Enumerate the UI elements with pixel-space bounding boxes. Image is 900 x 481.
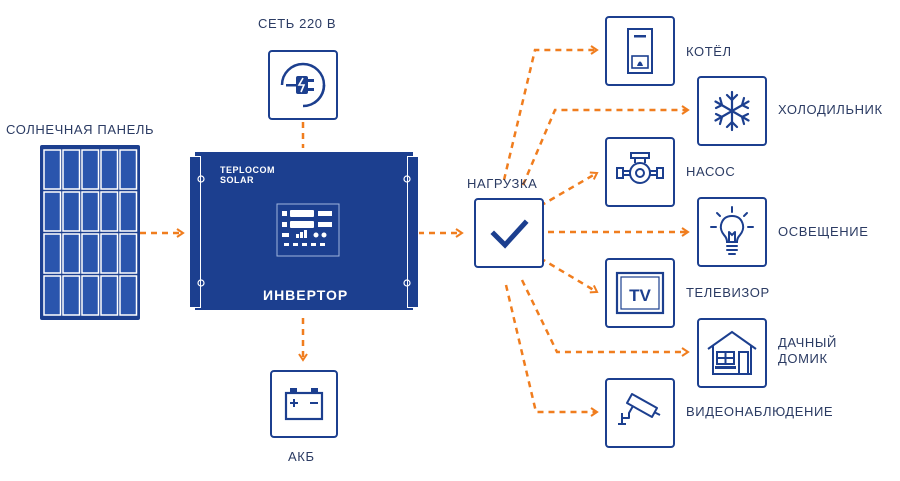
snowflake-icon <box>714 90 750 132</box>
arrow-load-to-boiler <box>502 45 599 181</box>
grid-box <box>268 50 338 120</box>
cctv-camera-icon <box>618 393 661 425</box>
battery-icon <box>284 388 324 421</box>
consumer-label-boiler: КОТЁЛ <box>686 44 732 59</box>
lighting-box <box>697 197 767 267</box>
tv-box: TV <box>605 258 675 328</box>
load-label: НАГРУЗКА <box>467 176 538 191</box>
arrow-load-to-fridge <box>521 105 690 186</box>
consumer-label-house-2: ДОМИК <box>778 351 828 366</box>
grid-label: СЕТЬ 220 В <box>258 16 337 31</box>
consumer-label-pump: НАСОС <box>686 164 736 179</box>
inverter-brand-line2: SOLAR <box>220 175 254 185</box>
house-box <box>697 318 767 388</box>
pump-box <box>605 137 675 207</box>
arrow-load-to-house <box>520 279 690 357</box>
inverter-title: ИНВЕРТОР <box>263 287 349 303</box>
checkmark-icon <box>490 219 529 249</box>
consumer-label-cctv: ВИДЕОНАБЛЮДЕНИЕ <box>686 404 834 419</box>
tv-icon: TV <box>615 271 665 315</box>
consumer-label-lighting: ОСВЕЩЕНИЕ <box>778 224 869 239</box>
arrow-load-to-tv <box>539 256 599 294</box>
plug-icon <box>280 62 326 108</box>
cctv-box <box>605 378 675 448</box>
load-box <box>474 198 544 268</box>
consumer-label-fridge: ХОЛОДИЛЬНИК <box>778 102 883 117</box>
consumer-label-tv: ТЕЛЕВИЗОР <box>686 285 770 300</box>
consumer-label-house-1: ДАЧНЫЙ <box>778 335 837 350</box>
inverter-brand-line1: TEPLOCOM <box>220 165 275 175</box>
lightbulb-icon <box>710 206 754 255</box>
pump-icon <box>616 152 664 184</box>
tv-text: TV <box>629 286 651 305</box>
arrow-load-to-pump <box>539 171 599 208</box>
battery-label: АКБ <box>288 449 315 464</box>
battery-box <box>270 370 338 438</box>
house-icon <box>707 330 757 375</box>
arrow-load-to-cctv <box>504 284 599 417</box>
boiler-icon <box>627 28 653 74</box>
fridge-box <box>697 76 767 146</box>
solar-panel-label: СОЛНЕЧНАЯ ПАНЕЛЬ <box>6 122 155 137</box>
boiler-box <box>605 16 675 86</box>
